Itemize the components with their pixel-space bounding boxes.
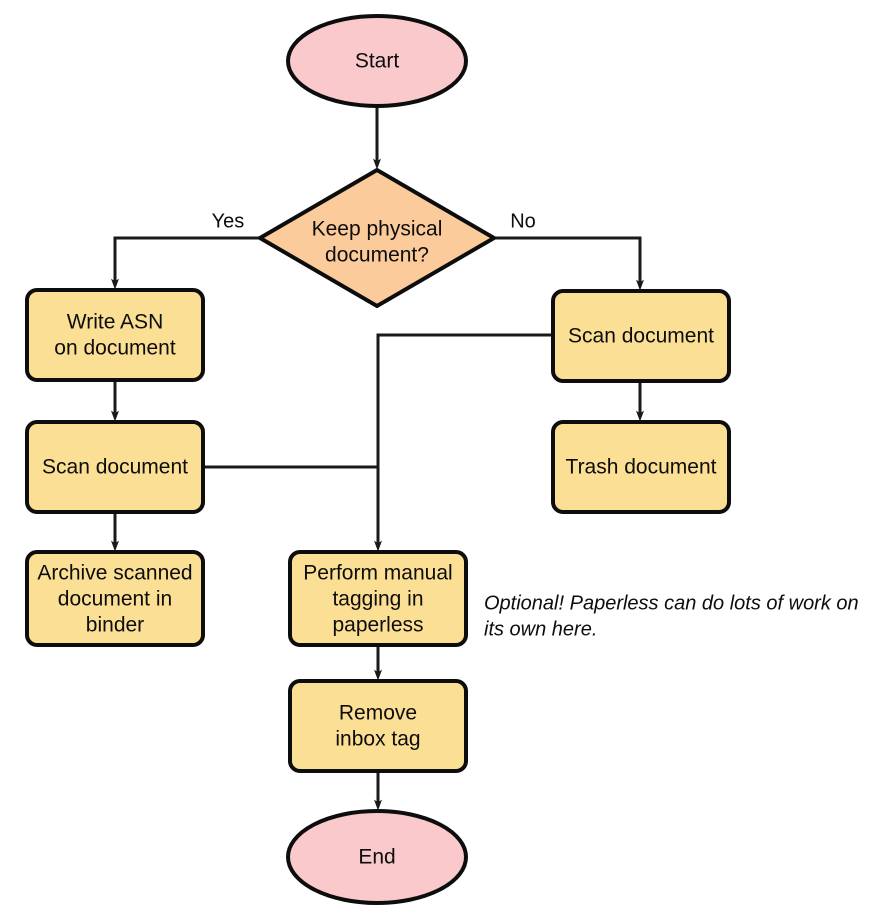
scan-document-right-box — [551, 289, 731, 383]
decision-diamond — [258, 168, 496, 308]
archive-label-line3: binder — [86, 614, 144, 637]
tagging-box — [288, 550, 468, 647]
remove-inbox-tag-label-line2: inbox tag — [335, 728, 420, 751]
end-label: End — [358, 846, 395, 869]
end-ellipse — [286, 809, 468, 905]
annotation-optional-note: Optional! Paperless can do lots of work … — [484, 592, 859, 640]
node-start[interactable]: Start — [286, 14, 468, 108]
node-trash-document[interactable]: Trash document — [551, 420, 731, 514]
scan-document-left-label: Scan document — [42, 456, 188, 479]
tagging-label-line3: paperless — [332, 614, 423, 637]
write-asn-label-line2: on document — [54, 337, 176, 360]
edge-label-yes: Yes — [212, 210, 245, 232]
archive-box — [25, 550, 205, 647]
node-decision-keep-physical-document[interactable]: Keep physical document? — [258, 168, 496, 308]
edge-label-no: No — [510, 210, 536, 232]
edge-decision-to-write-asn — [115, 236, 260, 284]
edge-decision-to-scan-right — [494, 236, 640, 285]
edge-scan-right-to-tagging — [378, 333, 553, 546]
decision-label-line2: document? — [325, 244, 429, 267]
node-write-asn[interactable]: Write ASN on document — [25, 288, 205, 382]
node-scan-document-left[interactable]: Scan document — [25, 420, 205, 514]
trash-document-label: Trash document — [566, 456, 717, 479]
write-asn-box — [25, 288, 205, 382]
remove-inbox-tag-box — [288, 679, 468, 773]
start-ellipse — [286, 14, 468, 108]
decision-label-line1: Keep physical — [312, 218, 443, 241]
archive-label-line2: document in — [58, 588, 172, 611]
annotation-line1: Optional! Paperless can do lots of work … — [484, 592, 859, 614]
scan-document-left-box — [25, 420, 205, 514]
node-archive-scanned-document[interactable]: Archive scanned document in binder — [25, 550, 205, 647]
annotation-line2: its own here. — [484, 618, 597, 640]
tagging-label-line2: tagging in — [332, 588, 423, 611]
node-perform-manual-tagging[interactable]: Perform manual tagging in paperless — [288, 550, 468, 647]
archive-label-line1: Archive scanned — [37, 562, 192, 585]
write-asn-label-line1: Write ASN — [67, 311, 163, 334]
tagging-label-line1: Perform manual — [303, 562, 452, 585]
scan-document-right-label: Scan document — [568, 325, 714, 348]
trash-document-box — [551, 420, 731, 514]
node-remove-inbox-tag[interactable]: Remove inbox tag — [288, 679, 468, 773]
node-end[interactable]: End — [286, 809, 468, 905]
start-label: Start — [355, 50, 400, 73]
node-scan-document-right[interactable]: Scan document — [551, 289, 731, 383]
remove-inbox-tag-label-line1: Remove — [339, 702, 417, 725]
